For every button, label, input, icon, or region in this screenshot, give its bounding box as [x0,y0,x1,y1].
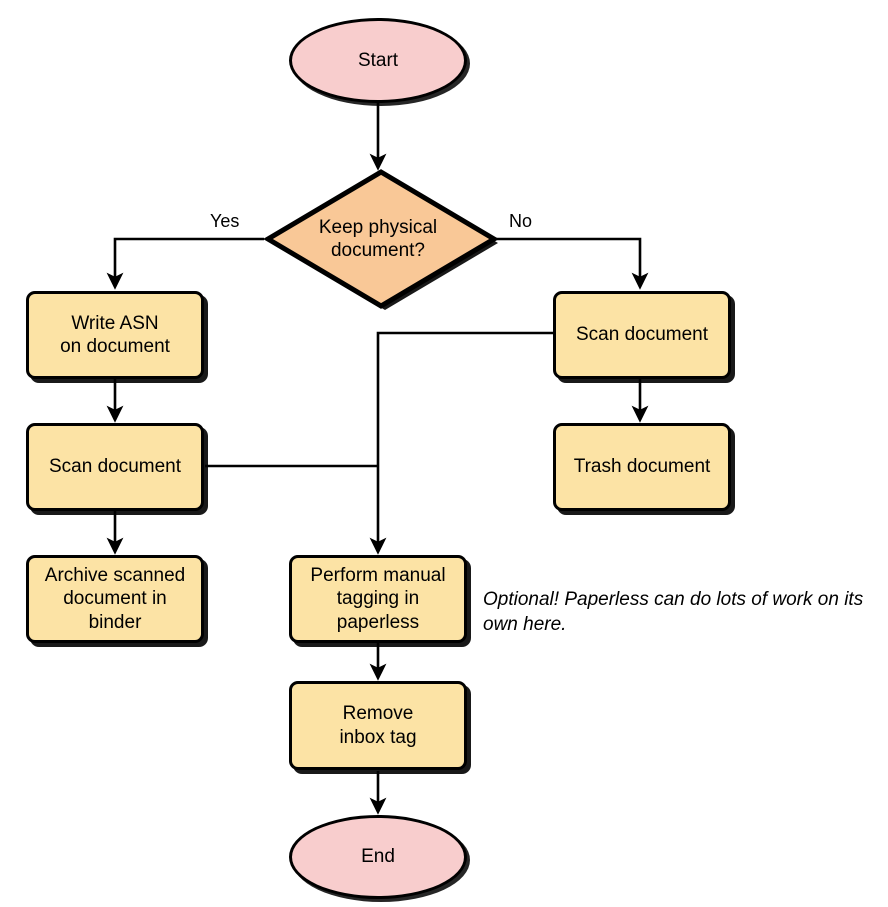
node-end-label: End [361,846,395,868]
edge-decision-no-to-scan-right [492,237,649,290]
node-perform-manual-tagging[interactable]: Perform manual tagging in paperless [289,555,467,643]
node-archive-document-label: Archive scanned document in binder [44,565,186,633]
node-trash-document[interactable]: Trash document [553,423,731,511]
annotation-optional-note: Optional! Paperless can do lots of work … [483,589,864,635]
node-end[interactable]: End [289,815,467,899]
node-write-asn[interactable]: Write ASN on document [26,291,204,379]
node-trash-document-label: Trash document [573,456,711,478]
node-scan-document-left[interactable]: Scan document [26,423,204,511]
node-remove-inbox-tag-label: Remove inbox tag [339,703,417,748]
edge-scan-right-to-tagging [369,331,553,555]
node-start-label: Start [357,49,399,71]
node-scan-document-left-label: Scan document [48,456,182,478]
node-start[interactable]: Start [289,18,467,103]
node-scan-document-right-label: Scan document [575,324,709,346]
node-scan-document-right[interactable]: Scan document [553,291,731,379]
edge-decision-yes-to-write-asn [106,237,264,290]
node-write-asn-label: Write ASN on document [60,312,170,357]
node-perform-manual-tagging-label: Perform manual tagging in paperless [310,565,446,633]
node-decision[interactable]: Keep physical document? [262,168,499,310]
edge-label-yes: Yes [210,211,240,231]
node-remove-inbox-tag[interactable]: Remove inbox tag [289,681,467,770]
node-decision-label: Keep physical document? [318,216,438,261]
node-archive-document[interactable]: Archive scanned document in binder [26,555,204,643]
decision-diamond-shape [263,169,499,310]
edge-label-no: No [509,211,533,231]
